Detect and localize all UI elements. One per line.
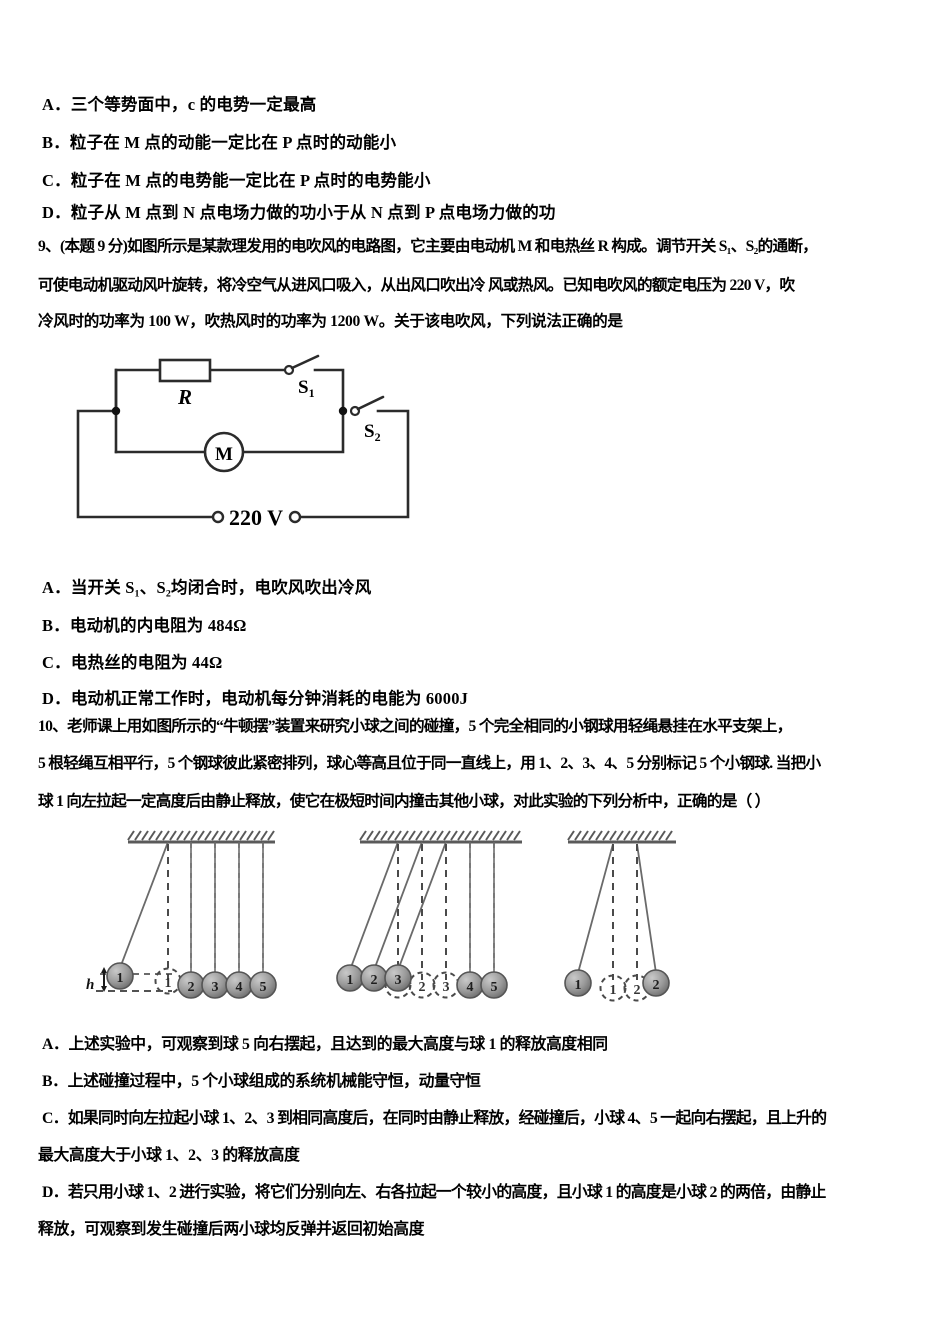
q8-option-b: B．粒子在 M 点的动能一定比在 P 点时的动能小 (42, 133, 396, 153)
q8-option-a-text: 三个等势面中，c 的电势一定最高 (70, 95, 317, 114)
newton-cradle-panel-3: 1 2 1 2 (556, 828, 796, 1023)
switch-s1-label: S1 (298, 377, 315, 400)
newton-cradle-panel-1: h 1 1 2 3 4 5 (60, 828, 350, 1023)
motor-symbol (203, 431, 245, 473)
q10-stem-line-1: 10、老师课上用如图所示的“牛顿摆”装置来研究小球之间的碰撞，5 个完全相同的小… (38, 718, 792, 735)
switch-s2-label: S2 (364, 421, 381, 444)
q10-option-d-label: D． (42, 1184, 69, 1201)
height-arrow-head-down (101, 986, 107, 992)
q9-option-c: C．电热丝的电阻为 44Ω (42, 653, 222, 673)
q9-option-b-text: 电动机的内电阻为 484Ω (69, 616, 247, 635)
cradle-strings-rest (190, 842, 264, 976)
height-label-h: h (86, 977, 94, 993)
newton-cradle-panel-2: 1 2 3 1 2 3 4 5 (332, 828, 582, 1023)
cradle-ball-3-label-p2: 3 (395, 973, 402, 988)
cradle-ball-1-p3 (564, 969, 592, 997)
q9-stem-line-3: 冷风时的功率为 100 W，吹热风时的功率为 1200 W。关于该电吹风，下列说… (38, 313, 623, 330)
q10-option-c: C．如果同时向左拉起小球 1、2、3 到相同高度后，在同时由静止释放，经碰撞后，… (42, 1110, 827, 1129)
q9-option-a: A．当开关 S₁、S₂均闭合时，电吹风吹出冷风 (42, 578, 371, 598)
q8-option-a-label: A． (42, 95, 71, 114)
support-bar-2 (359, 830, 522, 844)
motor-label: M (215, 444, 233, 465)
q10-stem-line-2: 5 根轻绳互相平行，5 个钢球彼此紧密排列，球心等高且位于同一直线上，用 1、2… (38, 755, 821, 772)
q10-option-c-text-line1: 如果同时向左拉起小球 1、2、3 到相同高度后，在同时由静止释放，经碰撞后，小球… (67, 1110, 827, 1127)
q9-option-b: B．电动机的内电阻为 484Ω (42, 616, 247, 636)
cradle-ball-1 (106, 962, 134, 990)
cradle-ball-2-label-p3: 2 (653, 978, 660, 993)
q8-option-b-text: 粒子在 M 点的动能一定比在 P 点时的动能小 (69, 133, 397, 152)
cradle-ball-2-p3 (642, 969, 670, 997)
cradle-strings-dashed-hint (190, 848, 264, 973)
support-bar (127, 830, 275, 844)
cradle-ball-dashed-1-label: 1 (165, 976, 172, 991)
cradle-ball-5-label: 5 (260, 980, 267, 995)
cradle-ball-dashed-3-label-p2: 3 (443, 980, 450, 995)
switch-s1-blade (290, 354, 320, 370)
q8-option-c-label: C． (42, 171, 71, 190)
cradle-string-ball1 (119, 841, 169, 969)
q10-option-b-text: 上述碰撞过程中，5 个小球组成的系统机械能守恒，动量守恒 (67, 1073, 481, 1090)
support-bar-3 (567, 830, 676, 844)
cradle-ball-dashed-1-label-p3: 1 (610, 983, 617, 998)
q10-stem-line-3: 球 1 向左拉起一定高度后由静止释放，使它在极短时间内撞击其他小球，对此实验的下… (38, 793, 770, 810)
q9-stem-line-1: 9、(本题 9 分)如图所示是某款理发用的电吹风的电路图，它主要由电动机 M 和… (38, 238, 818, 255)
q9-stem-line-2: 可使电动机驱动风叶旋转，将冷空气从进风口吸入，从出风口吹出冷 风或热风。已知电吹… (38, 277, 795, 294)
q8-option-b-label: B． (42, 133, 70, 152)
cradle-string-2-p3 (636, 843, 657, 974)
source-terminal-left (211, 510, 225, 524)
q8-option-d-label: D． (42, 203, 71, 222)
q10-option-b: B．上述碰撞过程中，5 个小球组成的系统机械能守恒，动量守恒 (42, 1073, 481, 1092)
cradle-strings-rest-dashed-3 (612, 844, 638, 980)
q8-option-a: A．三个等势面中，c 的电势一定最高 (42, 95, 316, 115)
q10-option-c-line2: 最大高度大于小球 1、2、3 的释放高度 (38, 1147, 300, 1164)
junction-dot-right (338, 406, 348, 416)
cradle-ball-4-label: 4 (236, 980, 243, 995)
source-voltage-label: 220 V (229, 505, 283, 530)
cradle-ball-2-label-p2: 2 (371, 973, 378, 988)
q10-option-a-label: A． (42, 1036, 69, 1053)
q8-option-c: C．粒子在 M 点的电势能一定比在 P 点时的电势能小 (42, 171, 431, 191)
q9-circuit-diagram: R M S1 S2 220 V (60, 352, 480, 547)
q9-option-d: D．电动机正常工作时，电动机每分钟消耗的电能为 6000J (42, 689, 468, 709)
q9-option-c-text: 电热丝的电阻为 44Ω (70, 653, 223, 672)
q9-option-d-label: D． (42, 689, 71, 708)
resistor-label: R (177, 385, 192, 409)
q9-option-a-label: A． (42, 578, 71, 597)
cradle-ball-5-label-p2: 5 (491, 980, 498, 995)
cradle-ball-1-label-p2: 1 (347, 973, 354, 988)
q9-option-c-label: C． (42, 653, 71, 672)
q10-option-b-label: B． (42, 1073, 68, 1090)
q9-option-a-text: 当开关 S₁、S₂均闭合时，电吹风吹出冷风 (70, 578, 372, 597)
q10-option-d: D．若只用小球 1、2 进行实验，将它们分别向左、右各拉起一个较小的高度，且小球… (42, 1184, 826, 1203)
cradle-ball-3-p2 (384, 964, 412, 992)
cradle-ball-1-label: 1 (117, 971, 124, 986)
cradle-strings-rest-2 (469, 842, 495, 976)
switch-s2-blade (356, 395, 385, 411)
q9-option-b-label: B． (42, 616, 70, 635)
cradle-ball-5-p2 (480, 971, 508, 999)
cradle-string-1-p3 (577, 843, 614, 974)
q10-option-a-text: 上述实验中，可观察到球 5 向右摆起，且达到的最大高度与球 1 的释放高度相同 (68, 1036, 609, 1053)
cradle-ball-5 (249, 971, 277, 999)
q10-option-c-label: C． (42, 1110, 69, 1127)
cradle-strings-displaced-2 (349, 841, 447, 971)
cradle-ball-dashed-2-label-p2: 2 (419, 980, 426, 995)
cradle-ball-4-label-p2: 4 (467, 980, 474, 995)
source-terminal-right (288, 510, 302, 524)
cradle-ball-2-label: 2 (188, 980, 195, 995)
junction-dot-left (111, 406, 121, 416)
cradle-ball-1-label-p3: 1 (575, 978, 582, 993)
q10-option-a: A．上述实验中，可观察到球 5 向右摆起，且达到的最大高度与球 1 的释放高度相… (42, 1036, 608, 1055)
q9-option-d-text: 电动机正常工作时，电动机每分钟消耗的电能为 6000J (70, 689, 469, 708)
cradle-strings-rest-dashed-2 (397, 844, 447, 980)
cradle-ball-3-label: 3 (212, 980, 219, 995)
q10-option-d-line2: 释放，可观察到发生碰撞后两小球均反弹并返回初始高度 (38, 1221, 425, 1238)
q8-option-d: D．粒子从 M 点到 N 点电场力做的功小于从 N 点到 P 点电场力做的功 (42, 203, 556, 223)
height-arrow-head-up (101, 967, 107, 973)
cradle-ball-dashed-2-label-p3: 2 (634, 983, 641, 998)
q8-option-c-text: 粒子在 M 点的电势能一定比在 P 点时的电势能小 (70, 171, 431, 190)
q10-option-d-text-line1: 若只用小球 1、2 进行实验，将它们分别向左、右各拉起一个较小的高度，且小球 1… (67, 1184, 827, 1201)
q8-option-d-text: 粒子从 M 点到 N 点电场力做的功小于从 N 点到 P 点电场力做的功 (70, 203, 556, 222)
resistor-symbol (158, 358, 212, 383)
